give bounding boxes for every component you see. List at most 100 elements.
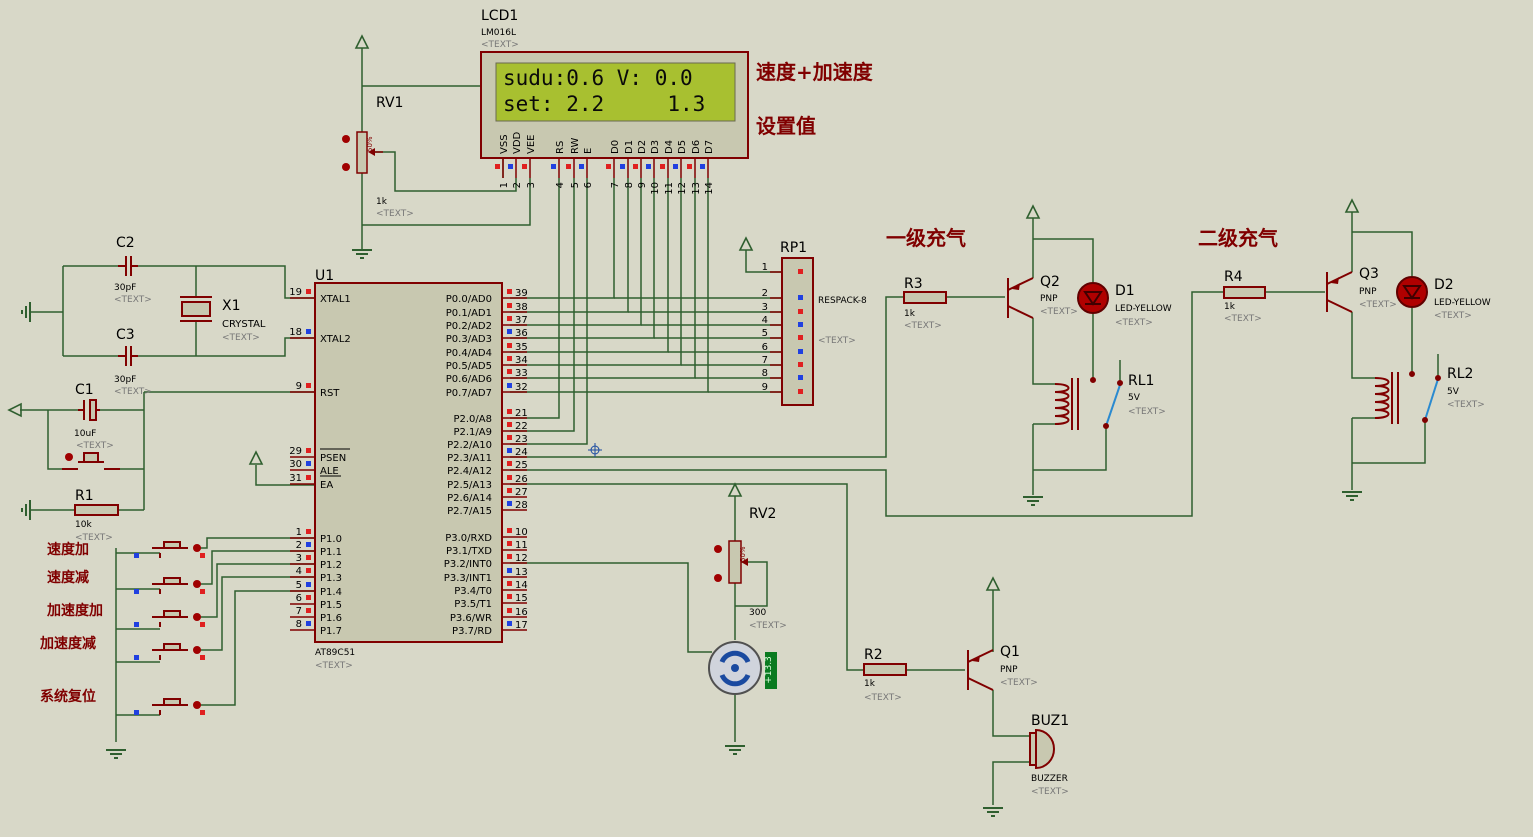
rv2-value: 300 [749, 608, 766, 618]
lcd-pin-name: RS [555, 141, 566, 154]
pin-state-marker [306, 595, 311, 600]
push-button[interactable] [134, 610, 205, 627]
rl2-text-tag: <TEXT> [1447, 400, 1485, 410]
r4-text-tag: <TEXT> [1224, 314, 1262, 324]
r3-resistor[interactable] [903, 291, 947, 304]
u1-pin-number: 17 [515, 620, 528, 631]
lcd-pin-number: 12 [677, 182, 688, 195]
button-label-accel-down: 加速度减 [39, 635, 96, 652]
rl1-relay[interactable] [1054, 377, 1123, 430]
lcd-line-1: sudu:0.6 V: 0.0 [503, 66, 693, 90]
u1-pin-number: 4 [296, 566, 302, 577]
u1-pin-name: P0.7/AD7 [446, 388, 492, 399]
lcd-pin-name: VDD [512, 131, 523, 154]
pin-state-marker [646, 164, 651, 169]
d1-model: LED-YELLOW [1115, 304, 1172, 314]
u1-text-tag: <TEXT> [315, 661, 353, 671]
push-button[interactable] [134, 541, 205, 558]
rv1-increase-icon[interactable] [342, 135, 350, 143]
u1-pin-name: P1.3 [320, 573, 342, 584]
button-label-system-reset: 系统复位 [40, 688, 96, 705]
c2-capacitor[interactable] [118, 256, 138, 276]
u1-pin-name: P1.7 [320, 626, 342, 637]
push-button[interactable] [134, 577, 205, 594]
x1-crystal[interactable] [180, 296, 212, 322]
c3-capacitor[interactable] [118, 346, 138, 366]
lcd-pins: VSS1VDD2VEE3RS4RW5E6D07D18D29D310D411D51… [495, 131, 715, 195]
rl2-ref: RL2 [1447, 366, 1473, 382]
rv1-decrease-icon[interactable] [342, 163, 350, 171]
q3-text-tag: <TEXT> [1359, 300, 1397, 310]
r1-resistor[interactable] [74, 504, 119, 516]
u1-pin-number: 15 [515, 593, 528, 604]
lcd-module[interactable]: sudu:0.6 V: 0.0 set: 2.2 1.3 VSS1VDD2VEE… [480, 51, 749, 195]
q1-text-tag: <TEXT> [1000, 678, 1038, 688]
r3-value: 1k [904, 309, 916, 319]
q2-transistor[interactable] [1007, 277, 1034, 319]
rv2-increase-icon[interactable] [714, 545, 722, 553]
pin-state-marker [700, 164, 705, 169]
d2-model: LED-YELLOW [1434, 298, 1491, 308]
lcd-pin-name: E [583, 148, 594, 154]
u1-pin-name: P1.4 [320, 587, 342, 598]
lcd-pin-number: 7 [610, 182, 621, 188]
buz1-ref: BUZ1 [1031, 713, 1069, 729]
pin-state-marker [633, 164, 638, 169]
pin-state-marker [507, 448, 512, 453]
rp1-pin-number: 8 [762, 368, 768, 379]
reset-button[interactable] [62, 452, 120, 470]
q1-type: PNP [1000, 665, 1018, 675]
u1-model: AT89C51 [315, 648, 355, 658]
u1-pin-number: 9 [296, 381, 302, 392]
u1-pin-number: 21 [515, 408, 528, 419]
u1-microcontroller[interactable]: 19XTAL118XTAL29RST29PSEN30ALE31EA1P1.02P… [289, 282, 528, 643]
q3-transistor[interactable] [1326, 271, 1353, 313]
u1-pin-number: 13 [515, 567, 528, 578]
push-button[interactable] [134, 643, 205, 660]
lcd-pin-number: 5 [570, 182, 581, 188]
u1-pin-name: P0.6/AD6 [446, 374, 492, 385]
rp1-pin-number: 7 [762, 355, 768, 366]
pin-state-marker [306, 529, 311, 534]
u1-pin-number: 14 [515, 580, 528, 591]
r4-resistor[interactable] [1223, 286, 1266, 299]
pin-state-marker [660, 164, 665, 169]
lcd-pin-number: 4 [555, 182, 566, 188]
pin-state-marker [507, 621, 512, 626]
pin-state-marker [579, 164, 584, 169]
d2-led[interactable] [1396, 276, 1428, 308]
rv2-potentiometer[interactable]: 50% [714, 540, 748, 584]
push-buttons[interactable] [134, 541, 205, 715]
pin-state-marker [620, 164, 625, 169]
rv1-potentiometer[interactable]: 50% [342, 131, 383, 174]
q1-transistor[interactable] [967, 649, 994, 691]
note-set-value: 设置值 [756, 114, 816, 138]
u1-pin-number: 25 [515, 460, 528, 471]
pin-state-marker [306, 383, 311, 388]
lcd-pin-name: D6 [691, 140, 702, 154]
c1-capacitor[interactable] [78, 399, 100, 421]
d1-text-tag: <TEXT> [1115, 318, 1153, 328]
lcd-pin-number: 6 [583, 182, 594, 188]
dc-motor[interactable]: +13.3 [708, 641, 777, 695]
lcd-pin-number: 3 [526, 182, 537, 188]
u1-pin-number: 29 [289, 446, 302, 457]
lcd-pin-name: D7 [704, 140, 715, 154]
buz1-buzzer[interactable] [1029, 728, 1055, 770]
u1-pin-name: RST [320, 388, 340, 399]
pin-state-marker [508, 164, 513, 169]
rl1-text-tag: <TEXT> [1128, 407, 1166, 417]
d1-led[interactable] [1077, 282, 1109, 314]
rp1-pin-number: 2 [762, 288, 768, 299]
note-speed-accel: 速度+加速度 [756, 60, 874, 84]
u1-pin-number: 1 [296, 527, 302, 538]
button-label-speed-up: 速度加 [47, 541, 89, 558]
rl2-relay[interactable] [1374, 371, 1441, 424]
r2-resistor[interactable] [863, 663, 907, 676]
push-button[interactable] [134, 698, 205, 715]
pin-state-marker [606, 164, 611, 169]
u1-pin-number: 24 [515, 447, 528, 458]
rv2-decrease-icon[interactable] [714, 574, 722, 582]
